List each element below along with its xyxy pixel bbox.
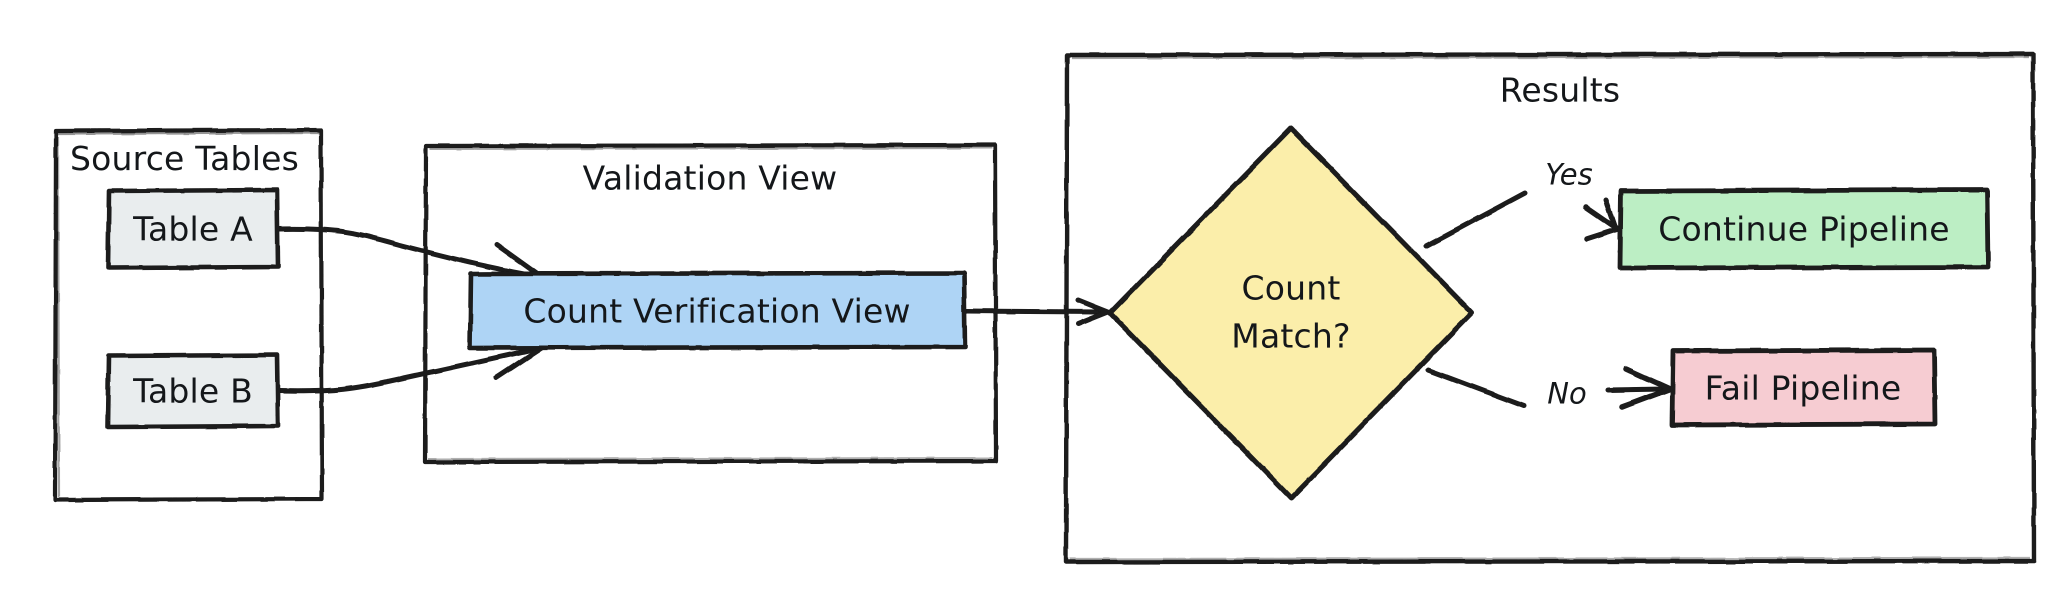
edge-decision-yes [1423,190,1621,249]
node-label-fail-pipeline: Fail Pipeline [1704,368,1902,408]
node-label-count-verification-view: Count Verification View [523,291,911,331]
node-table-a[interactable] [105,187,281,271]
node-continue-pipeline[interactable] [1617,187,1991,271]
group-results [1063,51,2037,565]
edge-label-yes: Yes [1545,157,1593,192]
edge-table-b-to-view [275,342,546,394]
node-label-count-match-line1: Count [1241,268,1341,308]
node-label-count-match-line2: Match? [1231,316,1351,356]
group-source-tables [52,127,325,503]
node-count-verification-view[interactable] [467,270,968,351]
edge-decision-no [1425,366,1673,410]
group-validation-view [422,142,999,465]
node-count-match-decision[interactable] [1107,125,1475,501]
group-title-validation-view: Validation View [582,158,838,198]
node-label-table-a: Table A [133,209,253,249]
node-table-b[interactable] [105,352,281,430]
group-title-results: Results [1499,70,1621,110]
node-label-table-b: Table B [133,371,253,411]
edge-view-to-decision [962,297,1111,327]
group-title-source-tables: Source Tables [70,139,299,178]
edge-label-no: No [1547,376,1587,411]
node-fail-pipeline[interactable] [1669,347,1938,428]
node-label-continue-pipeline: Continue Pipeline [1658,209,1950,249]
